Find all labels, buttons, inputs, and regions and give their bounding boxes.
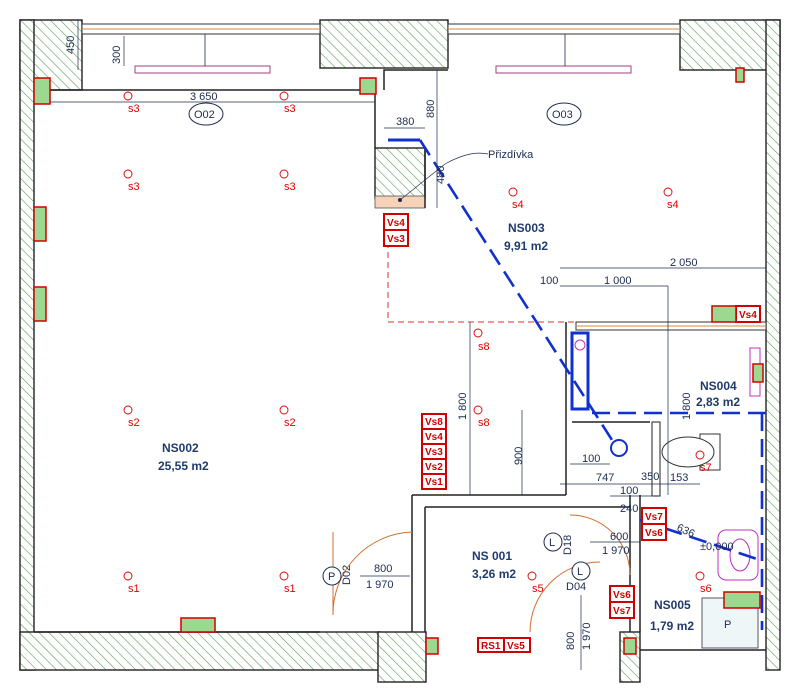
room-boundary-ns003 <box>387 232 575 323</box>
dim-2050: 2 050 <box>670 257 698 269</box>
dim-100a: 100 <box>540 275 558 287</box>
code-rs1: RS1 <box>481 641 501 652</box>
svg-text:L: L <box>549 537 555 549</box>
toilet <box>661 433 721 471</box>
dim-100c: 100 <box>620 485 638 497</box>
code-vs7: Vs7 <box>613 606 631 617</box>
sensor-label: s1 <box>128 583 140 595</box>
room-ns002-name: NS002 <box>162 441 199 455</box>
svg-text:D18: D18 <box>562 535 574 555</box>
dim-900: 900 <box>513 447 525 465</box>
code-vs4: Vs4 <box>387 218 405 229</box>
window-frames <box>81 23 767 331</box>
code-vs4: Vs4 <box>739 310 757 321</box>
code-vs5: Vs5 <box>507 641 525 652</box>
window-tag-o03: O03 <box>546 102 582 126</box>
svg-text:O03: O03 <box>552 109 573 121</box>
exterior-walls <box>19 19 781 683</box>
sensor-label: s8 <box>478 341 490 353</box>
sensor-label: s5 <box>532 583 544 595</box>
dim-1000: 1 000 <box>604 275 632 287</box>
annotation-prizdivka: Přizdívka <box>488 149 534 161</box>
level-mark: ±0,000 <box>700 541 734 553</box>
sensor-label: s4 <box>512 199 524 211</box>
washbasin <box>717 529 759 581</box>
room-ns004-name: NS004 <box>700 379 737 393</box>
code-vs3: Vs3 <box>387 234 405 245</box>
room-ns005-area: 1,79 m2 <box>650 619 694 633</box>
sensor-label: s3 <box>284 103 296 115</box>
code-vs3: Vs3 <box>425 447 443 458</box>
svg-text:600: 600 <box>610 531 628 543</box>
sensor-label: s4 <box>667 199 679 211</box>
room-ns005-name: NS005 <box>654 598 691 612</box>
dim-100b: 100 <box>582 453 600 465</box>
duct-route <box>418 139 766 630</box>
sensor-label: s3 <box>284 181 296 193</box>
code-vs2: Vs2 <box>425 462 443 473</box>
dim-747: 747 <box>596 472 614 484</box>
sensor-label: s3 <box>128 181 140 193</box>
room-ns001-area: 3,26 m2 <box>472 567 516 581</box>
code-vs4: Vs4 <box>425 432 443 443</box>
dimension-lines <box>34 20 766 497</box>
dim-380: 380 <box>396 116 414 128</box>
dim-480: 480 <box>435 166 447 184</box>
code-vs1: Vs1 <box>425 477 443 488</box>
svg-text:D04: D04 <box>566 581 586 593</box>
svg-text:D02: D02 <box>341 565 353 585</box>
room-ns003-area: 9,91 m2 <box>504 239 548 253</box>
sensor-markers <box>123 91 705 581</box>
code-vs8: Vs8 <box>425 417 443 428</box>
sensor-label: s2 <box>128 417 140 429</box>
code-boxes <box>383 213 761 653</box>
dim-300: 300 <box>111 46 123 64</box>
door-tag-d02: P D02 800 1 970 <box>322 563 410 591</box>
window-tag-o02: O02 <box>188 102 224 126</box>
svg-text:1 970: 1 970 <box>366 579 394 591</box>
sensor-label: s1 <box>284 583 296 595</box>
code-vs6: Vs6 <box>645 528 663 539</box>
sensor-label: s8 <box>478 417 490 429</box>
dim-240: 240 <box>620 503 638 515</box>
svg-text:L: L <box>577 566 583 578</box>
dim-450: 450 <box>65 36 77 54</box>
sensor-label: s7 <box>700 462 712 474</box>
dim-1800a: 1 800 <box>457 392 469 420</box>
drain-icon <box>610 439 628 457</box>
outlet-blocks <box>33 67 764 655</box>
svg-text:800: 800 <box>565 632 577 650</box>
dim-3650: 3 650 <box>190 91 218 103</box>
socket-icon: P <box>724 619 731 631</box>
dim-880: 880 <box>425 100 437 118</box>
door-tag-d18: L D18 600 1 970 <box>543 531 640 557</box>
sensor-label: s6 <box>700 583 712 595</box>
room-ns001-name: NS 001 <box>472 549 512 563</box>
room-ns002-area: 25,55 m2 <box>158 459 209 473</box>
window-sill-o03 <box>495 65 632 74</box>
dim-1800b: 1 800 <box>681 392 693 420</box>
sensor-label: s2 <box>284 417 296 429</box>
sensor-label: s3 <box>128 103 140 115</box>
code-vs7: Vs7 <box>645 512 663 523</box>
svg-text:O02: O02 <box>194 109 215 121</box>
room-ns003-name: NS003 <box>508 221 545 235</box>
dim-350: 350 <box>641 471 659 483</box>
door-tag-d04: L D04 800 1 970 <box>565 561 593 670</box>
code-vs6: Vs6 <box>613 590 631 601</box>
dim-153: 153 <box>670 472 688 484</box>
window-sill-o02 <box>134 65 271 74</box>
room-ns004-area: 2,83 m2 <box>696 395 740 409</box>
svg-text:800: 800 <box>374 563 392 575</box>
svg-text:P: P <box>328 571 335 583</box>
riser-duct <box>570 331 590 411</box>
svg-text:1 970: 1 970 <box>581 622 593 650</box>
svg-text:1 970: 1 970 <box>602 545 630 557</box>
